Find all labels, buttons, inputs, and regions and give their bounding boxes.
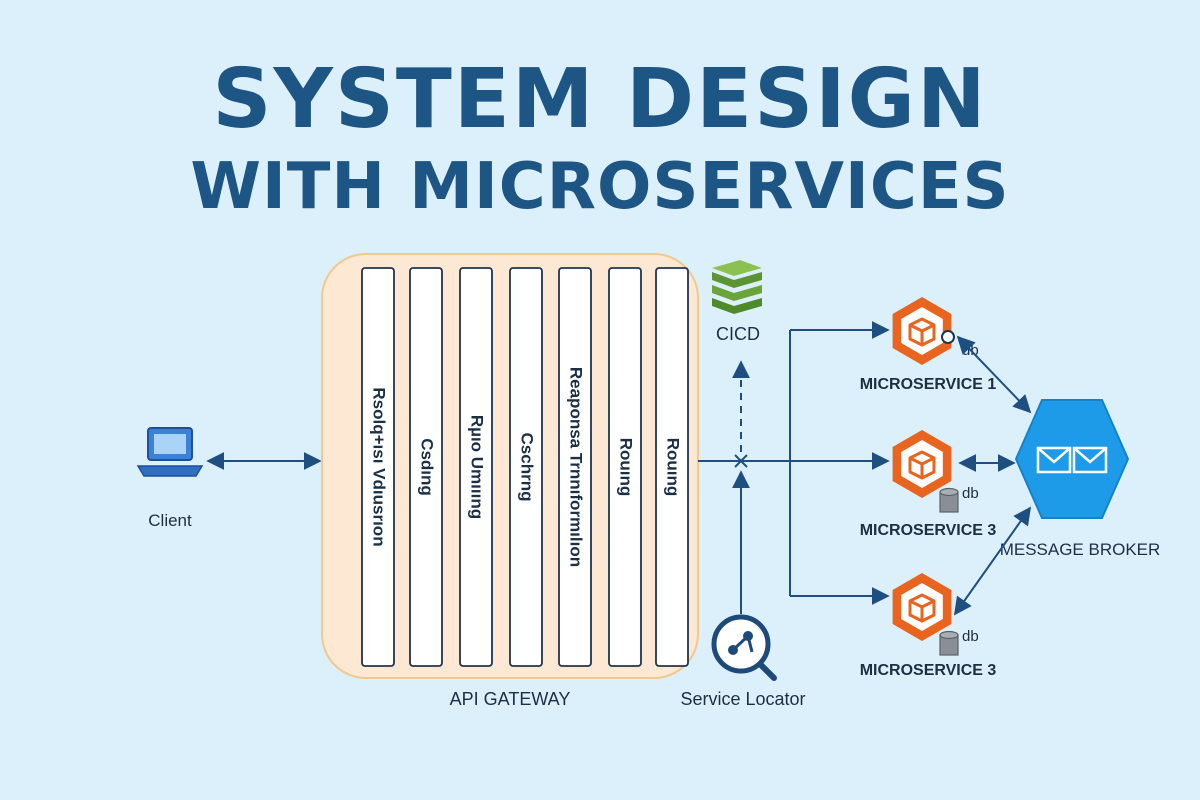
- cicd-node[interactable]: CICD: [712, 260, 762, 344]
- message-broker-label: MESSAGE BROKER: [1000, 540, 1161, 559]
- microservice-label: MICROSERVICE 3: [860, 662, 997, 679]
- client-node[interactable]: Client: [136, 427, 204, 530]
- lane-label: Csdıng: [418, 438, 437, 496]
- gateway-lane[interactable]: Cschrng: [509, 267, 543, 667]
- junction-cross: [734, 454, 748, 468]
- gateway-lane[interactable]: Rµıo Umıııng: [459, 267, 493, 667]
- lane-label: Cschrng: [518, 433, 537, 502]
- microservice-label: MICROSERVICE 3: [860, 522, 997, 539]
- cicd-label: CICD: [716, 324, 760, 344]
- lane-label: Rouıng: [664, 438, 683, 497]
- gateway-lane[interactable]: Rouıng: [608, 267, 642, 667]
- ms1-broker-connector: [956, 335, 1032, 414]
- gateway-lane[interactable]: Csdıng: [409, 267, 443, 667]
- search-network-icon: [711, 614, 777, 681]
- laptop-icon: [136, 427, 204, 477]
- ms3b-broker-connector: [953, 506, 1032, 616]
- gateway-label: API GATEWAY: [450, 689, 571, 709]
- hexagon-cube-icon: [892, 297, 952, 365]
- broker-hexagon: [1014, 399, 1130, 519]
- database-icon: [939, 487, 959, 513]
- gateway-lane[interactable]: Rsolq+ısı Vdıusrıon: [361, 267, 395, 667]
- db-label: db: [962, 628, 979, 645]
- lane-label: Rµıo Umıııng: [468, 415, 487, 519]
- lane-label: Rouıng: [617, 438, 636, 497]
- database-icon: [941, 330, 955, 344]
- page-subtitle: WITH MICROSERVICES: [190, 150, 1010, 224]
- db-label: db: [962, 485, 979, 502]
- api-gateway[interactable]: Rsolq+ısı Vdıusrıon Csdıng Rµıo Umıııng Csc…: [321, 253, 699, 709]
- database-icon: [939, 630, 959, 656]
- service-locator-label: Service Locator: [680, 689, 805, 709]
- service-locator-node[interactable]: Service Locator: [680, 614, 806, 709]
- page-title: SYSTEM DESIGN: [212, 52, 988, 147]
- stack-layers-icon: [712, 260, 762, 314]
- message-broker-node[interactable]: MESSAGE BROKER: [1000, 399, 1161, 559]
- hexagon-cube-icon: [892, 573, 952, 641]
- envelope-icon: [1036, 446, 1108, 474]
- gateway-lane[interactable]: Reaponsa Trnnıformılıon: [558, 267, 592, 667]
- lane-label: Rsolq+ısı Vdıusrıon: [370, 387, 389, 546]
- hexagon-cube-icon: [892, 430, 952, 498]
- lane-label: Reaponsa Trnnıformılıon: [567, 367, 586, 567]
- gateway-lanes: Rsolq+ısı Vdıusrıon Csdıng Rµıo Umıııng Csc…: [361, 267, 689, 667]
- microservice-label: MICROSERVICE 1: [860, 376, 997, 393]
- client-label: Client: [148, 511, 192, 530]
- gateway-lane[interactable]: Rouıng: [655, 267, 689, 667]
